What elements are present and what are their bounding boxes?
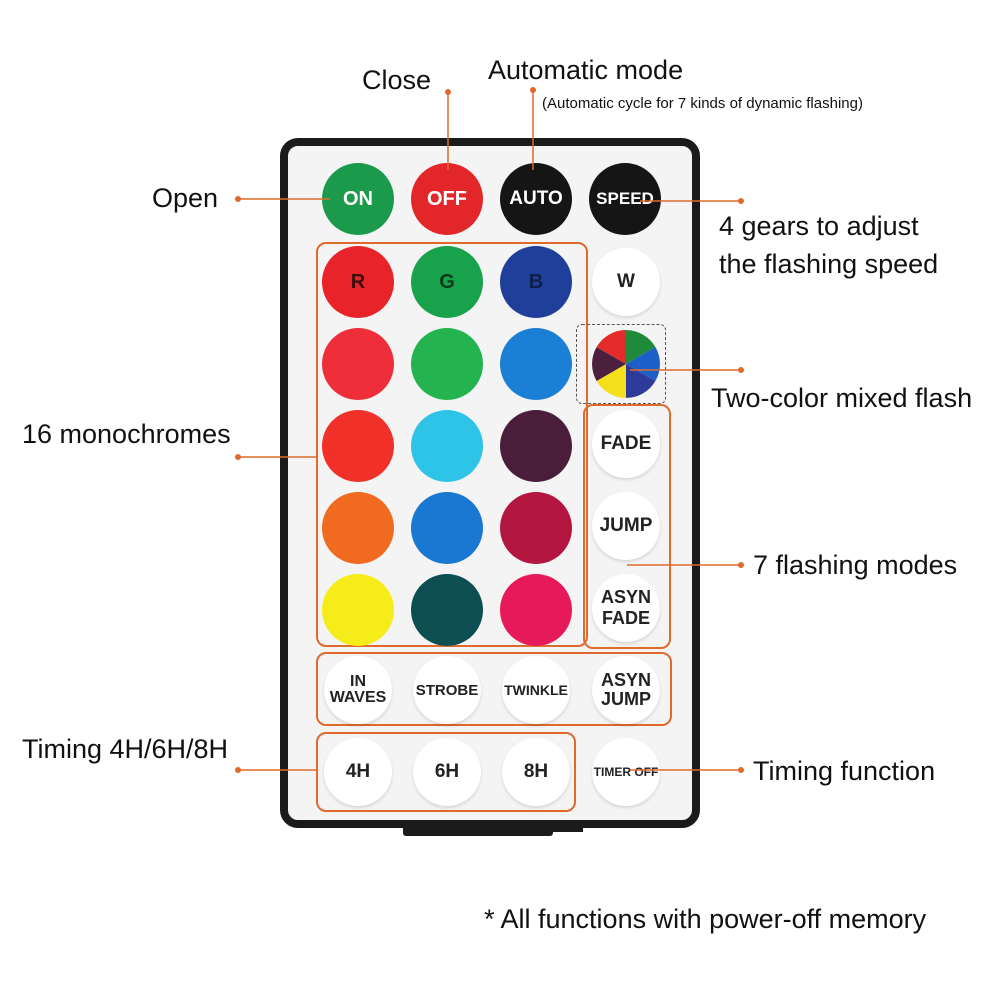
auto-button[interactable]: AUTO <box>500 163 572 235</box>
timing-hours-group-box <box>316 732 576 812</box>
flashing-modes-group-box <box>583 404 671 649</box>
white-button[interactable]: W <box>592 248 660 316</box>
footnote: * All functions with power-off memory <box>484 904 927 934</box>
in-waves-button[interactable]: IN WAVES <box>324 656 392 724</box>
two-color-flash-button[interactable] <box>590 328 662 400</box>
twinkle-button-label: TWINKLE <box>504 682 568 698</box>
color-wheel-icon <box>592 330 660 398</box>
color-button-pink[interactable] <box>500 574 572 646</box>
asyn-jump-label-2: JUMP <box>600 689 651 709</box>
automatic-mode-annotation: Automatic mode <box>488 55 684 85</box>
white-button-label: W <box>617 271 635 292</box>
speed-button-label: SPEED <box>596 189 654 208</box>
flashing-modes-annotation: 7 flashing modes <box>753 550 958 580</box>
off-button-label: OFF <box>427 187 467 210</box>
asyn-jump-label-1: ASYN <box>600 670 651 691</box>
timer-off-label: TIMER OFF <box>593 765 659 779</box>
timer-6h-label: 6H <box>434 761 460 782</box>
speed-button[interactable]: SPEED <box>589 163 661 235</box>
timing-function-annotation: Timing function <box>753 756 936 786</box>
color-button-green-2[interactable] <box>411 328 483 400</box>
auto-button-label: AUTO <box>509 188 563 209</box>
timer-4h-button[interactable]: 4H <box>324 738 392 806</box>
strobe-button-label: STROBE <box>415 681 479 699</box>
speed-annotation-line1: 4 gears to adjust <box>719 211 919 241</box>
jump-button[interactable]: JUMP <box>592 492 660 560</box>
fade-button-label: FADE <box>600 433 652 454</box>
close-annotation: Close <box>362 65 432 95</box>
timer-8h-label: 8H <box>523 761 549 782</box>
color-button-red-3[interactable] <box>322 410 394 482</box>
color-button-crimson[interactable] <box>500 492 572 564</box>
fade-button[interactable]: FADE <box>592 410 660 478</box>
open-annotation: Open <box>152 183 219 213</box>
monochromes-annotation: 16 monochromes <box>22 419 231 449</box>
asyn-jump-button[interactable]: ASYN JUMP <box>592 656 660 724</box>
automatic-mode-note: (Automatic cycle for 7 kinds of dynamic … <box>542 95 863 112</box>
timer-8h-button[interactable]: 8H <box>502 738 570 806</box>
color-button-teal-dark[interactable] <box>411 574 483 646</box>
asyn-fade-label-1: ASYN <box>600 587 651 607</box>
color-button-purple-dark[interactable] <box>500 410 572 482</box>
monochromes-group-box <box>316 242 588 647</box>
red-button-label: R <box>350 270 366 293</box>
off-button[interactable]: OFF <box>411 163 483 235</box>
two-color-group-box <box>576 324 666 404</box>
timer-off-button[interactable]: TIMER OFF <box>592 738 660 806</box>
color-button-red-2[interactable] <box>322 328 394 400</box>
jump-button-label: JUMP <box>599 515 653 536</box>
color-button-blue-3[interactable] <box>411 492 483 564</box>
in-waves-label-1: IN <box>350 673 366 690</box>
on-button[interactable]: ON <box>322 163 394 235</box>
remote-ir-emitter-tab <box>553 822 583 832</box>
in-waves-label-2: WAVES <box>329 689 387 706</box>
blue-button[interactable]: B <box>500 246 572 318</box>
timing-hours-annotation: Timing 4H/6H/8H <box>22 734 229 764</box>
on-button-label: ON <box>343 187 373 210</box>
two-color-annotation: Two-color mixed flash <box>711 383 973 413</box>
blue-button-label: B <box>528 270 544 293</box>
timer-6h-button[interactable]: 6H <box>413 738 481 806</box>
asyn-fade-label-2: FADE <box>601 608 650 628</box>
strobe-button[interactable]: STROBE <box>413 656 481 724</box>
green-button[interactable]: G <box>411 246 483 318</box>
color-button-cyan[interactable] <box>411 410 483 482</box>
remote-ir-emitter <box>403 822 553 836</box>
color-button-orange[interactable] <box>322 492 394 564</box>
speed-annotation-line2: the flashing speed <box>719 249 939 279</box>
color-button-blue-2[interactable] <box>500 328 572 400</box>
timer-4h-label: 4H <box>345 761 371 782</box>
green-button-label: G <box>439 270 455 293</box>
color-button-yellow[interactable] <box>322 574 394 646</box>
twinkle-button[interactable]: TWINKLE <box>502 656 570 724</box>
red-button[interactable]: R <box>322 246 394 318</box>
asyn-fade-button[interactable]: ASYN FADE <box>592 574 660 642</box>
flashing-modes-bottom-row-box <box>316 652 672 726</box>
